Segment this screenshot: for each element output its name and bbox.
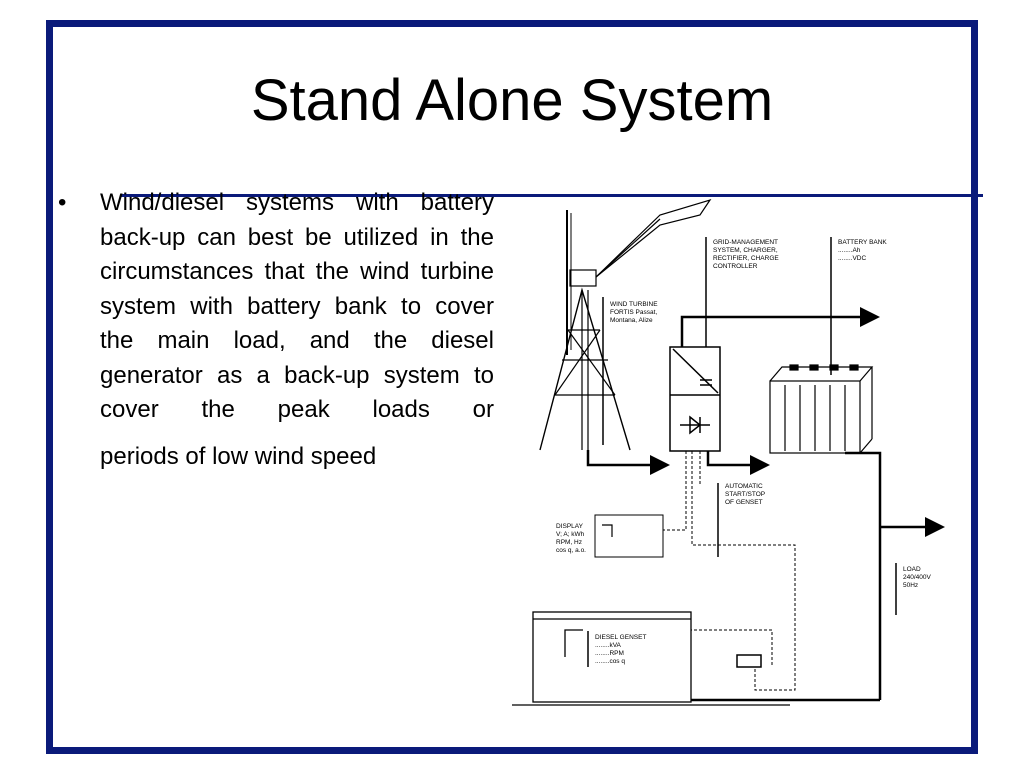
battery-bank xyxy=(769,364,874,454)
label-load: LOAD 240/400V 50Hz xyxy=(903,566,933,589)
label-grid-management: GRID-MANAGEMENT SYSTEM, CHARGER, RECTIFI… xyxy=(713,239,781,270)
diesel-genset xyxy=(512,611,790,706)
wind-diesel-system-diagram: WIND TURBINE FORTIS Passat, Montana, Ali… xyxy=(512,198,945,706)
slide-title: Stand Alone System xyxy=(250,68,774,133)
display-unit xyxy=(594,514,664,558)
label-wind-turbine: WIND TURBINE FORTIS Passat, Montana, Ali… xyxy=(610,301,659,324)
label-auto-start: AUTOMATIC START/STOP OF GENSET xyxy=(725,483,767,506)
bullet-symbol: • xyxy=(58,189,67,216)
bullet-point: • Wind/diesel systems with battery back-… xyxy=(58,186,494,474)
grid-management-unit xyxy=(669,346,721,452)
wind-turbine xyxy=(539,198,712,451)
label-diesel-genset: DIESEL GENSET ........kVA ........RPM ..… xyxy=(595,634,648,665)
label-battery-bank: BATTERY BANK ........Ah ........VDC xyxy=(838,239,889,262)
title-divider xyxy=(121,194,983,197)
label-display: DISPLAY V; A; kWh RPM, Hz cos q, a.o. xyxy=(556,523,586,554)
bullet-text-tail: periods of low wind speed xyxy=(100,442,377,470)
bullet-text: Wind/diesel systems with battery back-up… xyxy=(100,189,494,423)
